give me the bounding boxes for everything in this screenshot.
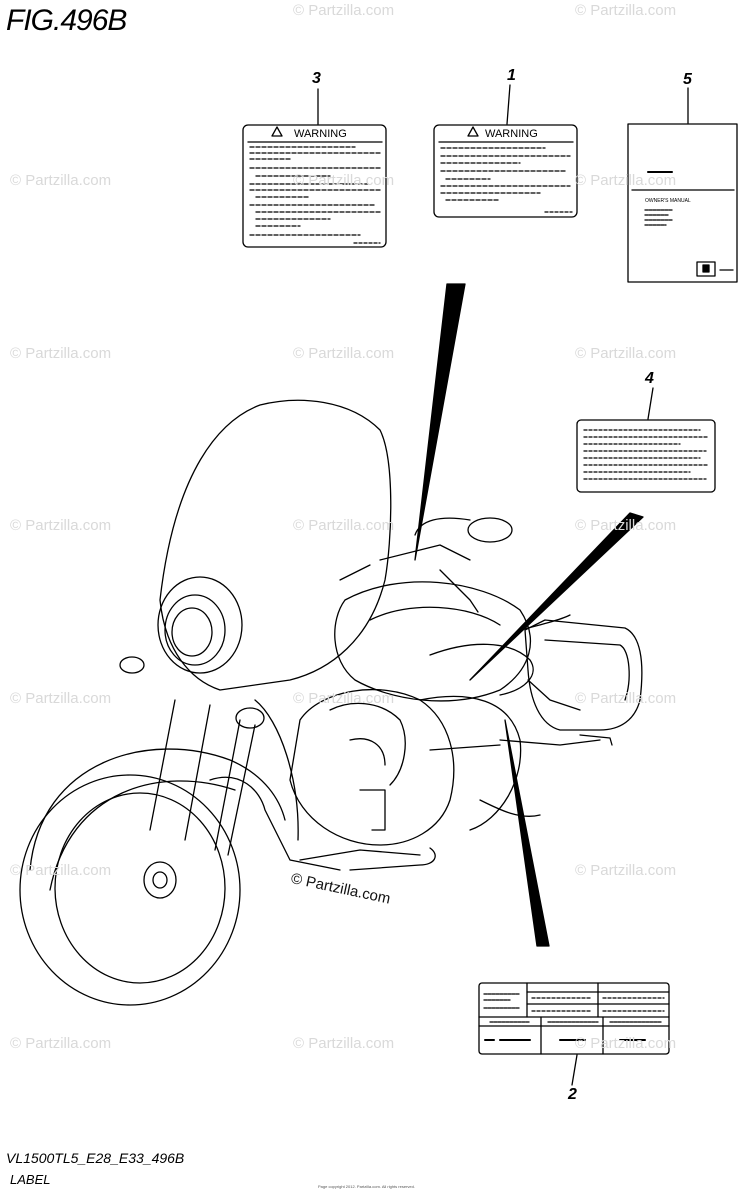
label-5-owners-manual (627, 123, 738, 283)
watermark: © Partzilla.com (293, 1035, 395, 1052)
label-2-spec-plate (478, 982, 670, 1055)
leader-wedge-2 (504, 719, 550, 947)
watermark: © Partzilla.com (10, 862, 112, 879)
watermark: © Partzilla.com (575, 1035, 677, 1052)
leader-wedge-4 (469, 512, 644, 681)
watermark: © Partzilla.com (10, 172, 112, 189)
watermark: © Partzilla.com (293, 517, 395, 534)
callout-4: 4 (645, 370, 654, 387)
callout-3: 3 (312, 70, 321, 87)
section-name: LABEL (10, 1172, 51, 1187)
label-1-warning-text: WARNING (485, 128, 538, 140)
watermark: © Partzilla.com (10, 690, 112, 707)
callout-2: 2 (568, 1086, 577, 1103)
watermark: © Partzilla.com (575, 345, 677, 362)
watermark: © Partzilla.com (10, 345, 112, 362)
label-3-warning-sticker (242, 124, 387, 248)
figure-title: FIG.496B (6, 4, 127, 37)
watermark: © Partzilla.com (293, 345, 395, 362)
watermark: © Partzilla.com (575, 690, 677, 707)
watermark: © Partzilla.com (293, 690, 395, 707)
label-5-manual-title: OWNER'S MANUAL (645, 198, 691, 204)
label-4-info-sticker (576, 419, 716, 493)
watermark: © Partzilla.com (575, 862, 677, 879)
watermark: © Partzilla.com (575, 517, 677, 534)
watermark: © Partzilla.com (293, 2, 395, 19)
watermark: © Partzilla.com (293, 172, 395, 189)
watermark: © Partzilla.com (10, 1035, 112, 1052)
label-1-warning-sticker (433, 124, 578, 218)
model-code: VL1500TL5_E28_E33_496B (6, 1150, 185, 1166)
leader-wedge-1 (414, 283, 466, 561)
callout-1: 1 (507, 67, 516, 84)
label-3-warning-text: WARNING (294, 128, 347, 140)
watermark: © Partzilla.com (575, 172, 677, 189)
copyright-notice: Page copyright 2012. Partzilla.com. All … (318, 1184, 415, 1189)
motorcycle-drawing (19, 399, 643, 1006)
callout-5: 5 (683, 71, 692, 88)
watermark: © Partzilla.com (575, 2, 677, 19)
watermark: © Partzilla.com (10, 517, 112, 534)
